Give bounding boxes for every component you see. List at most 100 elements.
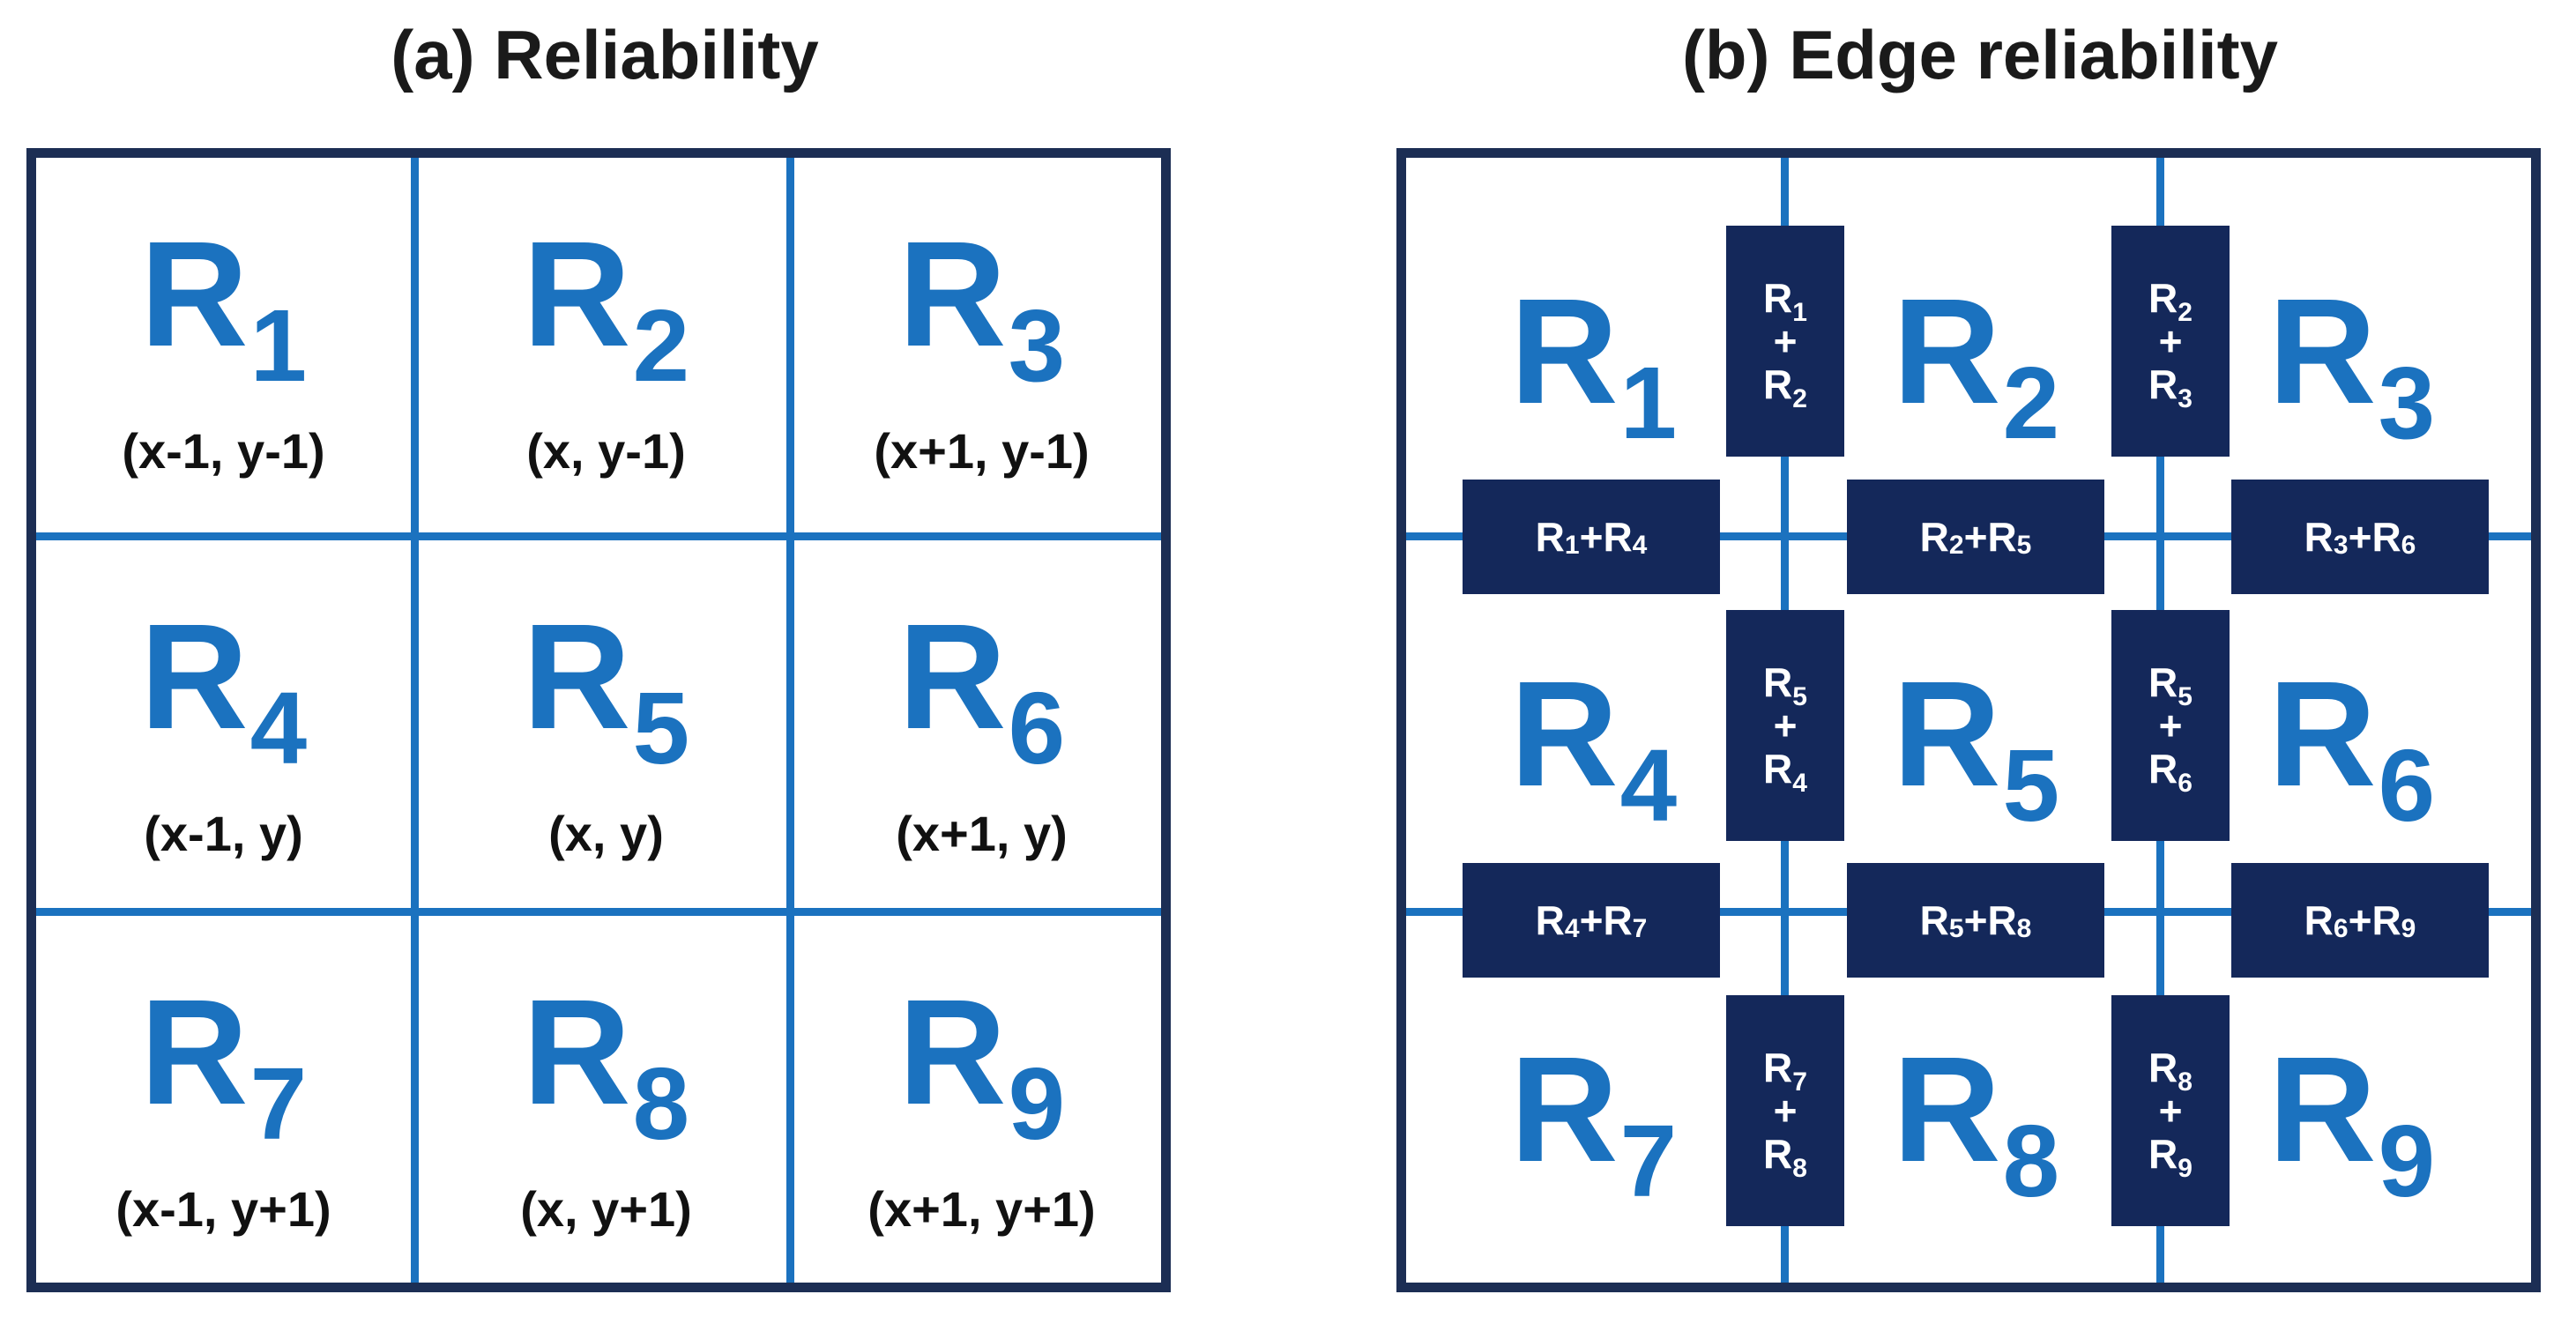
cell-r2: R2 bbox=[1789, 158, 2163, 532]
edge-letter: R bbox=[2304, 897, 2334, 943]
edge-term-top: R1 bbox=[1763, 274, 1807, 326]
edge-letter: R bbox=[1987, 897, 2017, 943]
edge-plus: + bbox=[1773, 318, 1798, 364]
edge-index: 8 bbox=[1792, 1154, 1807, 1183]
edge-term-top: R7 bbox=[1763, 1046, 1807, 1096]
cell-r9: R9 bbox=[2164, 916, 2539, 1291]
region-index: 9 bbox=[1008, 1046, 1066, 1161]
region-letter: R bbox=[897, 211, 1007, 378]
region-index: 5 bbox=[632, 671, 690, 785]
edge-index: 9 bbox=[2401, 914, 2416, 943]
region-index: 7 bbox=[1619, 1104, 1678, 1218]
grid-line-h2 bbox=[36, 908, 1161, 916]
cell-r7: R7 bbox=[1406, 916, 1781, 1291]
edge-letter: R bbox=[2148, 658, 2178, 705]
region-label: R9 bbox=[2164, 1035, 2539, 1212]
edge-letter: R bbox=[1763, 274, 1793, 321]
panel-a-title: (a) Reliability bbox=[391, 16, 819, 93]
edge-index: 7 bbox=[1632, 914, 1648, 943]
cell-coordinate: (x+1, y) bbox=[896, 806, 1068, 861]
region-index: 5 bbox=[2002, 728, 2060, 843]
edge-index: 1 bbox=[1792, 297, 1807, 327]
region-letter: R bbox=[139, 211, 249, 378]
edge-letter: R bbox=[1763, 658, 1793, 705]
edge-index: 4 bbox=[1792, 769, 1807, 798]
cell-r7: R7 (x-1, y+1) bbox=[36, 916, 411, 1291]
edge-index: 4 bbox=[1564, 914, 1580, 943]
edge-term-bottom: R8 bbox=[1763, 1131, 1807, 1182]
cell-coordinate: (x+1, y-1) bbox=[874, 423, 1090, 479]
region-label: R3 bbox=[794, 219, 1169, 397]
edge-term-bottom: R6 bbox=[2148, 746, 2193, 797]
edge-letter: R bbox=[1763, 361, 1793, 407]
cell-coordinate: (x-1, y-1) bbox=[122, 423, 325, 479]
cell-coordinate: (x-1, y+1) bbox=[115, 1181, 331, 1237]
cell-r6: R6 (x+1, y) bbox=[794, 540, 1169, 915]
grid-line-v2 bbox=[786, 158, 794, 1283]
region-label: R7 bbox=[36, 978, 411, 1155]
region-label: R2 bbox=[1789, 277, 2163, 454]
edge-letter: R bbox=[1987, 514, 2017, 560]
region-letter: R bbox=[1892, 1026, 2001, 1194]
edge-term-top: R8 bbox=[2148, 1046, 2193, 1096]
region-index: 6 bbox=[2378, 728, 2436, 843]
reliability-grid: R1(x-1, y-1)R2(x, y-1)R3(x+1, y-1)R4(x-1… bbox=[26, 148, 1171, 1292]
region-index: 1 bbox=[249, 288, 308, 403]
edge-index: 2 bbox=[1948, 531, 1964, 560]
region-letter: R bbox=[897, 969, 1007, 1136]
cell-coordinate: (x, y+1) bbox=[520, 1181, 692, 1237]
cell-r6: R6 bbox=[2164, 540, 2539, 915]
cell-r5: R5 (x, y) bbox=[419, 540, 793, 915]
edge-letter: R bbox=[1919, 897, 1949, 943]
edge-plus: + bbox=[1963, 897, 1988, 943]
edge-index: 3 bbox=[2178, 384, 2193, 413]
region-letter: R bbox=[522, 593, 631, 761]
cell-coordinate: (x-1, y) bbox=[144, 806, 303, 861]
region-letter: R bbox=[139, 969, 249, 1136]
edge-term-bottom: R4 bbox=[1763, 748, 1807, 797]
edge-index: 1 bbox=[1564, 531, 1580, 560]
edge-letter: R bbox=[1603, 514, 1633, 560]
edge-term-bottom: R2 bbox=[1763, 361, 1807, 413]
edge-box-vertical: R5+R6 bbox=[2111, 610, 2230, 841]
region-index: 2 bbox=[2002, 346, 2060, 460]
region-label: R1 bbox=[1406, 277, 1781, 454]
edge-index: 6 bbox=[2178, 769, 2193, 798]
edge-plus: + bbox=[1773, 1088, 1798, 1134]
edge-box-vertical: R5+R4 bbox=[1726, 610, 1844, 841]
edge-box-vertical: R2+R3 bbox=[2111, 226, 2230, 457]
cell-r1: R1 (x-1, y-1) bbox=[36, 158, 411, 532]
edge-index: 2 bbox=[2178, 297, 2193, 327]
edge-index: 5 bbox=[1948, 914, 1964, 943]
cell-r4: R4(x-1, y) bbox=[36, 540, 411, 915]
region-label: R3 bbox=[2164, 277, 2539, 454]
region-index: 2 bbox=[632, 288, 690, 403]
region-label: R6 bbox=[2164, 659, 2539, 837]
edge-letter: R bbox=[1919, 514, 1949, 560]
region-letter: R bbox=[1509, 268, 1619, 435]
region-label: R8 bbox=[419, 978, 793, 1155]
region-letter: R bbox=[139, 593, 249, 761]
edge-plus: + bbox=[1963, 514, 1988, 560]
panel-b-title: (b) Edge reliability bbox=[1681, 16, 2279, 93]
edge-letter: R bbox=[1603, 897, 1633, 943]
edge-letter: R bbox=[1535, 514, 1565, 560]
edge-letter: R bbox=[2304, 514, 2334, 560]
edge-box-vertical: R7+R8 bbox=[1726, 995, 1844, 1226]
region-label: R6 bbox=[794, 602, 1169, 779]
edge-box-vertical: R1+R2 bbox=[1726, 226, 1844, 457]
edge-letter: R bbox=[1763, 1131, 1793, 1177]
region-index: 1 bbox=[1619, 346, 1678, 460]
edge-letter: R bbox=[2148, 746, 2178, 792]
region-letter: R bbox=[2267, 1026, 2377, 1194]
edge-plus: + bbox=[2158, 703, 2183, 748]
region-label: R5 bbox=[1789, 659, 2163, 837]
region-letter: R bbox=[1509, 651, 1619, 818]
edge-index: 2 bbox=[1792, 384, 1807, 413]
region-index: 8 bbox=[2002, 1104, 2060, 1218]
cell-coordinate: (x, y) bbox=[548, 806, 664, 861]
region-index: 7 bbox=[249, 1046, 308, 1161]
edge-index: 8 bbox=[2178, 1067, 2193, 1097]
